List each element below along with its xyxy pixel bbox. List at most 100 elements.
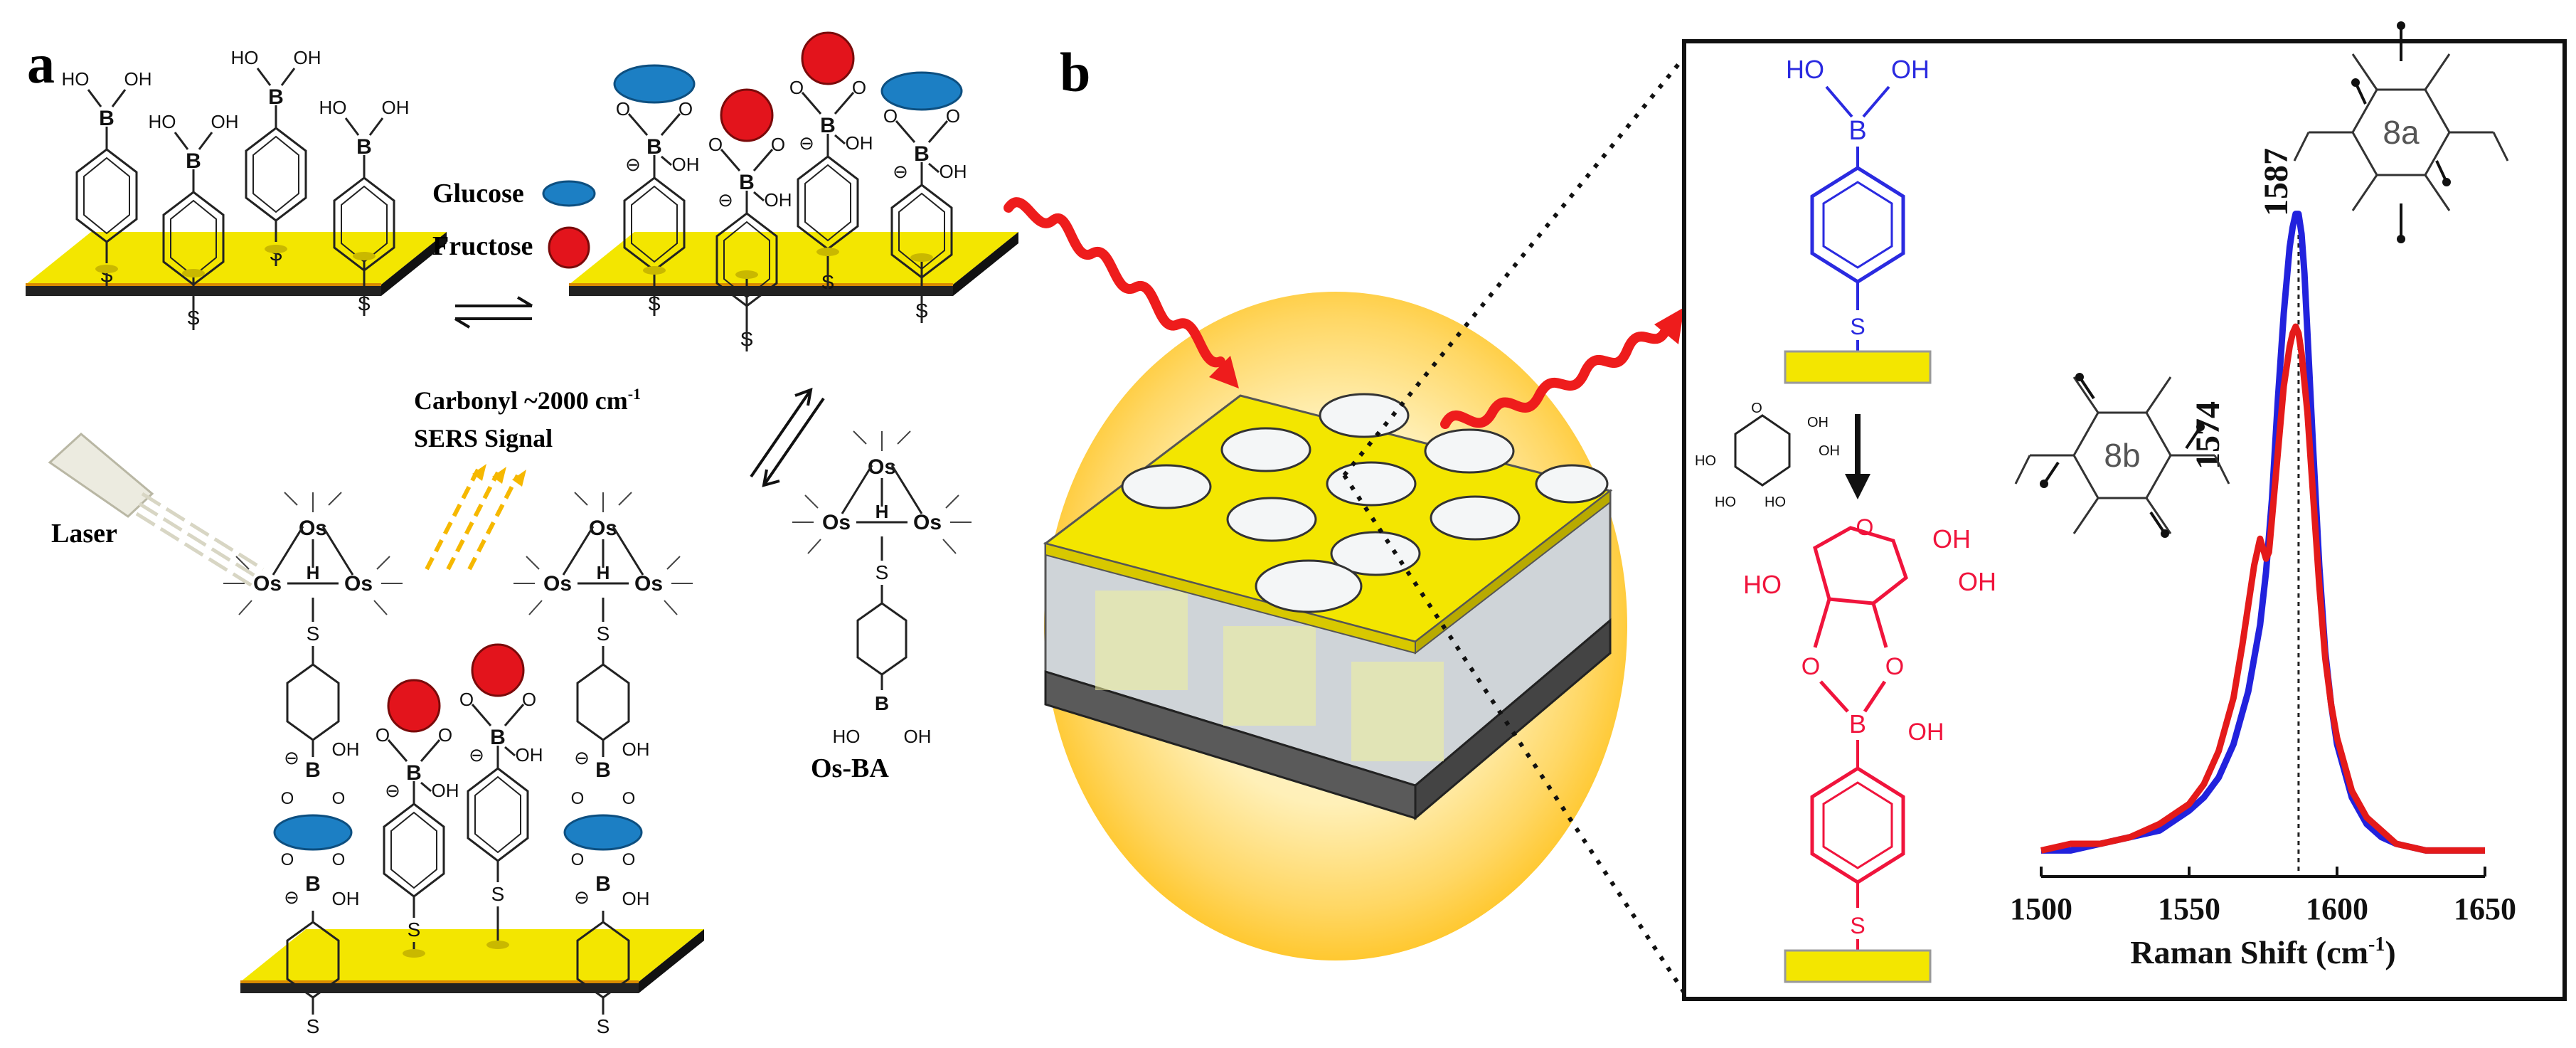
bond (280, 68, 296, 86)
bond (627, 113, 681, 136)
sulfur-atom: S (491, 883, 505, 905)
gold-contact (265, 245, 287, 253)
glucose-legend-icon (542, 180, 596, 207)
negative-charge: ⊖ (385, 780, 400, 801)
mode-label: 8b (2104, 437, 2140, 474)
gold-substrate-top-left (26, 232, 447, 296)
benzene-ring (383, 803, 445, 898)
hydroxyl-label: OH (846, 132, 873, 154)
oxygen-atom: O (852, 77, 866, 98)
cluster-bonds (562, 526, 644, 585)
gold-contact (182, 269, 205, 277)
x-axis-label: Raman Shift (cm-1) (2130, 933, 2395, 970)
oxygen-atom: O (281, 850, 294, 869)
oxygen-atom: O (332, 789, 346, 808)
bond (753, 191, 765, 202)
gold-contact (735, 270, 758, 279)
boron-atom: B (820, 114, 836, 137)
gold-substrate-top-right (569, 232, 1018, 296)
pyranose-ring (1734, 414, 1791, 487)
oxygen-atom: O (571, 850, 585, 869)
negative-charge: ⊖ (893, 161, 908, 182)
bond (1825, 85, 1890, 118)
displacement-arrow (2149, 511, 2166, 535)
boron-atom: B (490, 726, 506, 749)
gold-contact (95, 265, 118, 273)
hydroxyl-label: OH (332, 888, 360, 909)
hydroxyl-label: OH (432, 780, 459, 801)
sulfur-atom: S (1850, 913, 1865, 938)
oxygen-atom: O (771, 134, 785, 155)
negative-charge: ⊖ (625, 154, 641, 175)
gold-substrate-bottom (240, 929, 704, 993)
bond (895, 120, 949, 143)
boron-atom: B (268, 85, 284, 109)
benzene-ring-inner (83, 157, 130, 235)
hydroxyl-label: OH (124, 68, 152, 90)
bond (111, 89, 127, 107)
hydroxyl-label: OH (211, 111, 239, 132)
panel-a: a SBHOOHSBHOOHSBHOOHSBHOOHSB⊖OHOOSB⊖OHOO… (26, 31, 1018, 1037)
cluster-bonds (272, 526, 354, 585)
hydroxyl-label: OH (1908, 719, 1944, 746)
boron-atom: B (186, 149, 201, 173)
boron-atom: B (305, 872, 321, 896)
incident-wave-arrowhead (1209, 356, 1239, 388)
osmium-atom: Os (822, 511, 851, 534)
displacement-arrowhead (2442, 178, 2451, 186)
boron-atom: B (1849, 709, 1866, 739)
sulfur-atom: S (307, 1015, 320, 1037)
oxygen-atom: O (678, 98, 693, 120)
hydroxyl-label: OH (294, 47, 321, 68)
hydride-atom: H (875, 501, 889, 522)
hydroxyl-label: HO (62, 68, 90, 90)
boron-atom: B (646, 135, 662, 159)
negative-charge: ⊖ (469, 744, 484, 766)
negative-charge: ⊖ (799, 132, 814, 154)
glucose-icon (563, 814, 643, 851)
glucose-icon (273, 814, 353, 851)
hydroxyl-label: OH (672, 154, 700, 175)
x-tick-label: 1500 (2010, 891, 2072, 926)
benzene-ring (856, 602, 908, 676)
negative-charge: ⊖ (574, 886, 590, 908)
bond (256, 68, 272, 86)
negative-charge: ⊖ (284, 747, 299, 768)
hydroxyl-label: HO (1715, 494, 1736, 510)
fructose-icon (720, 88, 774, 142)
benzene-ring-inner (1822, 181, 1893, 269)
boron-atom: B (875, 692, 889, 714)
boron-atom: B (356, 135, 372, 159)
fructose-icon (387, 679, 441, 733)
x-tick-label: 1600 (2306, 891, 2368, 926)
hydroxyl-label: OH (765, 189, 792, 211)
sers-arrowheads (472, 464, 526, 487)
negative-charge: ⊖ (574, 747, 590, 768)
osmium-atom: Os (589, 517, 617, 540)
hydroxyl-label: OH (940, 161, 967, 182)
fructose-icon (801, 31, 855, 85)
displacement-arrowhead (2397, 235, 2405, 243)
hydroxyl-label: HO (149, 111, 176, 132)
hydroxyl-label: OH (382, 97, 410, 118)
sers-signal-label: SERS Signal (414, 424, 553, 452)
hydroxyl-label: HO (833, 726, 861, 747)
displacement-arrow (2043, 461, 2060, 485)
osmium-atom: Os (634, 572, 663, 596)
oxygen-atom: O (708, 134, 723, 155)
oxygen-atom: O (571, 789, 585, 808)
hydroxyl-label: OH (904, 726, 932, 747)
gold-contact (816, 248, 839, 256)
displacement-arrow (2078, 376, 2095, 400)
fructose-icon (471, 643, 525, 697)
fructose-legend-icon (548, 226, 590, 269)
bond (661, 155, 672, 166)
hydroxyl-label: HO (1765, 494, 1786, 510)
peak-label: 1587 (2257, 148, 2295, 216)
reaction-arrowhead (1845, 474, 1870, 499)
laser-label: Laser (51, 519, 117, 549)
